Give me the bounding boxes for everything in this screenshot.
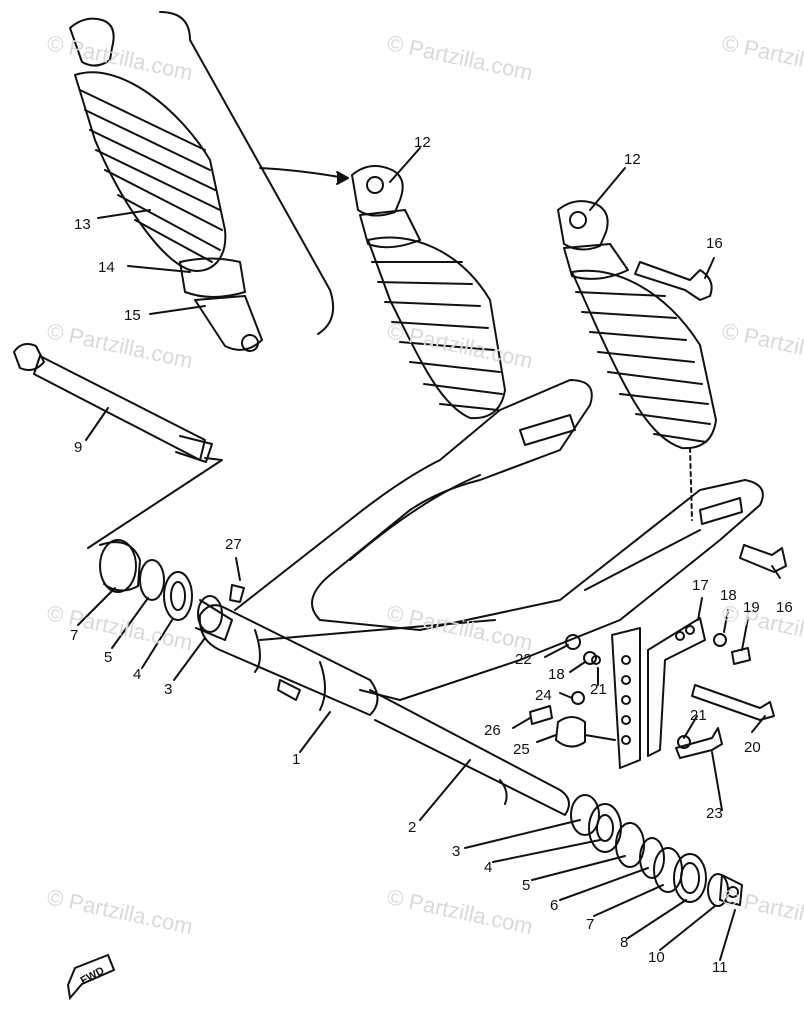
pin-26	[529, 705, 553, 725]
leader-axle	[87, 457, 223, 549]
callout-15: 15	[124, 307, 141, 324]
shock-absorber-12-right	[557, 200, 717, 521]
callout-27: 27	[225, 536, 242, 553]
bearing-4-left	[163, 571, 193, 621]
bolt-19	[731, 647, 751, 665]
callout-18: 18	[720, 587, 737, 604]
swing-arm	[234, 379, 764, 701]
callout-16: 16	[776, 599, 793, 616]
callout-17: 17	[692, 577, 709, 594]
callout-26: 26	[484, 722, 501, 739]
fwd-arrow	[66, 953, 116, 1001]
callout-10: 10	[648, 949, 665, 966]
callout-20: 20	[744, 739, 761, 756]
callout-3: 3	[452, 843, 461, 860]
washer-21-upper	[591, 655, 601, 665]
callout-2: 2	[408, 819, 417, 836]
nut-24	[571, 691, 585, 705]
callout-16: 16	[706, 235, 723, 252]
callout-1: 1	[292, 751, 301, 768]
nut-22	[565, 634, 581, 650]
callout-5: 5	[104, 649, 113, 666]
callout-14: 14	[98, 259, 115, 276]
collar-3-left	[195, 595, 233, 641]
callout-24: 24	[535, 687, 552, 704]
shock-absorber-12-middle	[351, 165, 506, 420]
bushing-7-right	[653, 847, 683, 893]
axle-9	[13, 343, 213, 463]
bolt-16-right	[739, 544, 787, 573]
collar-3-right	[570, 794, 600, 836]
callout-19: 19	[743, 599, 760, 616]
washer-18-left	[583, 651, 597, 665]
callout-4: 4	[484, 859, 493, 876]
arrow-line	[259, 167, 346, 179]
callout-12: 12	[624, 151, 641, 168]
callout-12: 12	[414, 134, 431, 151]
callout-8: 8	[620, 934, 629, 951]
callout-21: 21	[590, 681, 607, 698]
washer-5-left	[139, 559, 165, 601]
callout-3: 3	[164, 681, 173, 698]
callout-22: 22	[515, 651, 532, 668]
callout-7: 7	[586, 916, 595, 933]
nut-11	[719, 874, 743, 906]
bolt-20	[691, 684, 775, 721]
callout-5: 5	[522, 877, 531, 894]
callout-13: 13	[74, 216, 91, 233]
bolt-16-top	[634, 261, 713, 301]
guide-line	[159, 11, 334, 335]
callout-18: 18	[548, 666, 565, 683]
damper-25	[555, 716, 586, 748]
bracket-17	[611, 617, 706, 769]
bushing-7-left	[99, 539, 141, 593]
callout-21: 21	[690, 707, 707, 724]
bushing-6	[639, 837, 665, 879]
grease-nipple-27	[229, 584, 245, 603]
washer-21-lower	[677, 735, 691, 749]
shock-absorber-13	[69, 17, 263, 352]
callout-23: 23	[706, 805, 723, 822]
bolt-23	[675, 727, 723, 759]
washer-18-right	[713, 633, 727, 647]
callout-4: 4	[133, 666, 142, 683]
callout-11: 11	[712, 959, 728, 976]
callout-6: 6	[550, 897, 559, 914]
callout-7: 7	[70, 627, 79, 644]
callout-9: 9	[74, 439, 83, 456]
seal-8	[673, 853, 707, 903]
callout-25: 25	[513, 741, 530, 758]
